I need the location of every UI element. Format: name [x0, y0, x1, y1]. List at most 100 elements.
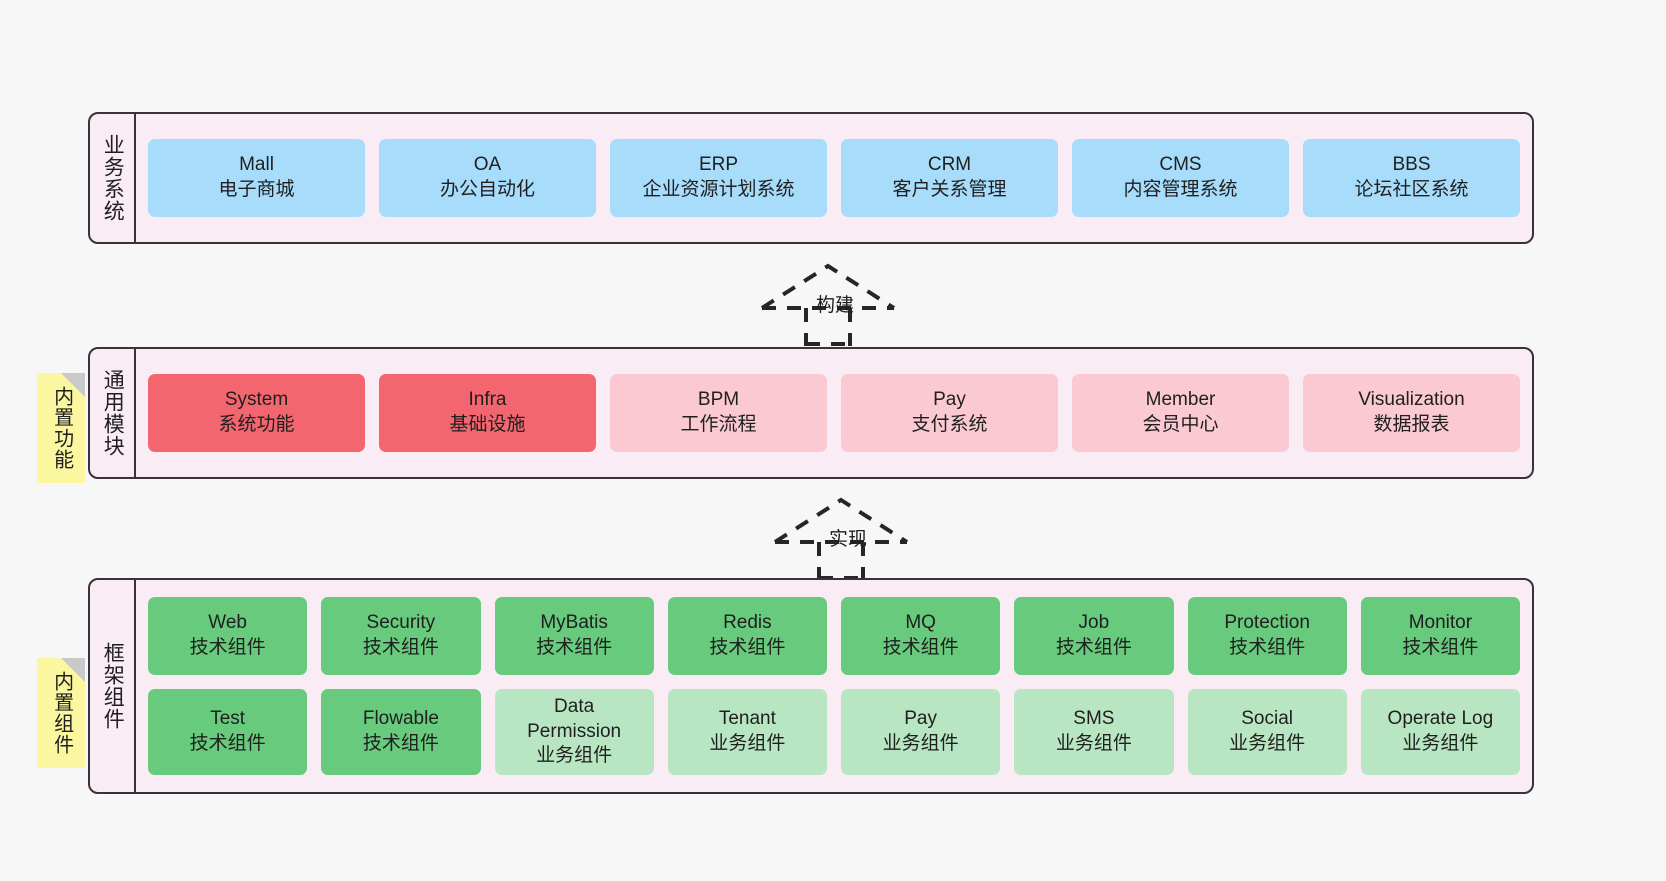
framework-item-sms-name: SMS — [1073, 708, 1115, 730]
framework-item-pay-desc: 业务组件 — [882, 733, 959, 754]
business-item-bbs[interactable]: BBS 论坛社区系统 — [1303, 139, 1520, 217]
framework-item-test-desc: 技术组件 — [189, 733, 266, 754]
framework-item-test-name: Test — [210, 708, 246, 730]
framework-item-test[interactable]: Test 技术组件 — [148, 688, 308, 776]
framework-item-redis-desc: 技术组件 — [709, 636, 786, 658]
connector-build-label: 构建 — [816, 295, 855, 316]
framework-item-mybatis-name: MyBatis — [540, 612, 608, 634]
framework-item-pay[interactable]: Pay 业务组件 — [841, 688, 1001, 776]
common-module-member-name: Member — [1145, 389, 1216, 411]
business-item-oa[interactable]: OA 办公自动化 — [379, 139, 596, 217]
layer-framework-components-label: 框架组件 — [90, 580, 136, 792]
framework-item-tenant[interactable]: Tenant 业务组件 — [667, 688, 827, 776]
common-module-visualization-desc: 数据报表 — [1373, 414, 1450, 435]
business-item-crm-desc: 客户关系管理 — [892, 179, 1007, 200]
common-module-infra[interactable]: Infra 基础设施 — [379, 374, 596, 452]
framework-item-security-desc: 技术组件 — [362, 636, 439, 658]
framework-item-social-desc: 业务组件 — [1229, 733, 1306, 754]
framework-item-flowable-desc: 技术组件 — [362, 733, 439, 754]
business-item-erp-desc: 企业资源计划系统 — [642, 179, 795, 200]
common-modules-row: System 系统功能 Infra 基础设施 BPM 工作流程 Pay 支付系统… — [148, 374, 1520, 452]
layer-common-modules-label: 通用模块 — [90, 349, 136, 477]
note-builtin-components: 内置组件 — [37, 658, 85, 768]
framework-item-protection[interactable]: Protection 技术组件 — [1187, 596, 1347, 675]
business-systems-row: Mall 电子商城 OA 办公自动化 ERP 企业资源计划系统 CRM 客户关系… — [148, 139, 1520, 217]
framework-item-redis[interactable]: Redis 技术组件 — [667, 596, 827, 675]
business-item-mall-name: Mall — [239, 154, 274, 176]
business-item-bbs-name: BBS — [1392, 154, 1431, 176]
common-module-system[interactable]: System 系统功能 — [148, 374, 365, 452]
common-module-bpm-name: BPM — [697, 389, 740, 411]
common-module-member[interactable]: Member 会员中心 — [1072, 374, 1289, 452]
framework-item-mq[interactable]: MQ 技术组件 — [841, 596, 1001, 675]
framework-item-operate-log-desc: 业务组件 — [1402, 733, 1479, 754]
business-item-crm[interactable]: CRM 客户关系管理 — [841, 139, 1058, 217]
connector-build-arrow: 构建 — [760, 262, 900, 346]
common-module-visualization-name: Visualization — [1358, 389, 1465, 411]
framework-item-mybatis[interactable]: MyBatis 技术组件 — [494, 596, 654, 675]
framework-item-job-name: Job — [1078, 612, 1110, 634]
note-builtin-components-label: 内置组件 — [50, 671, 73, 755]
business-item-erp[interactable]: ERP 企业资源计划系统 — [610, 139, 827, 217]
framework-item-redis-name: Redis — [723, 612, 772, 634]
framework-components-row-1: Web 技术组件 Security 技术组件 MyBatis 技术组件 Redi… — [148, 596, 1520, 675]
framework-item-data-permission-name: Data — [554, 695, 595, 717]
framework-item-tenant-name: Tenant — [718, 708, 776, 730]
common-module-member-desc: 会员中心 — [1142, 414, 1219, 435]
layer-common-modules-body: System 系统功能 Infra 基础设施 BPM 工作流程 Pay 支付系统… — [136, 349, 1532, 477]
framework-item-web-desc: 技术组件 — [189, 636, 266, 658]
connector-implement-label: 实现 — [829, 529, 868, 550]
framework-item-pay-name: Pay — [904, 708, 937, 730]
note-fold-corner-icon — [61, 373, 85, 397]
framework-components-row-2: Test 技术组件 Flowable 技术组件 Data Permission … — [148, 688, 1520, 776]
common-module-infra-name: Infra — [468, 389, 507, 411]
layer-business-systems-body: Mall 电子商城 OA 办公自动化 ERP 企业资源计划系统 CRM 客户关系… — [136, 114, 1532, 242]
common-module-pay-desc: 支付系统 — [911, 414, 988, 435]
framework-item-social-name: Social — [1241, 708, 1293, 730]
framework-item-operate-log[interactable]: Operate Log 业务组件 — [1360, 688, 1520, 776]
framework-item-data-permission-desc: 业务组件 — [536, 745, 613, 767]
framework-item-web[interactable]: Web 技术组件 — [148, 596, 308, 675]
note-builtin-features-label: 内置功能 — [50, 386, 73, 470]
common-module-visualization[interactable]: Visualization 数据报表 — [1303, 374, 1520, 452]
framework-item-sms-desc: 业务组件 — [1055, 733, 1132, 754]
note-fold-corner-icon — [61, 658, 85, 682]
layer-business-systems-label: 业务系统 — [90, 114, 136, 242]
business-item-cms[interactable]: CMS 内容管理系统 — [1072, 139, 1289, 217]
framework-item-data-permission-name2: Permission — [527, 720, 622, 742]
framework-item-monitor-name: Monitor — [1408, 612, 1473, 634]
framework-item-web-name: Web — [208, 612, 247, 634]
business-item-cms-name: CMS — [1159, 154, 1202, 176]
framework-item-flowable[interactable]: Flowable 技术组件 — [321, 688, 481, 776]
business-item-erp-name: ERP — [698, 154, 739, 176]
common-module-pay[interactable]: Pay 支付系统 — [841, 374, 1058, 452]
business-item-oa-desc: 办公自动化 — [439, 179, 535, 200]
business-item-cms-desc: 内容管理系统 — [1123, 179, 1238, 200]
framework-item-job-desc: 技术组件 — [1055, 636, 1132, 658]
layer-business-systems: 业务系统 Mall 电子商城 OA 办公自动化 ERP 企业资源计划系统 CRM… — [88, 112, 1534, 244]
common-module-pay-name: Pay — [933, 389, 966, 411]
framework-item-protection-name: Protection — [1224, 612, 1310, 634]
common-module-bpm[interactable]: BPM 工作流程 — [610, 374, 827, 452]
framework-item-mq-name: MQ — [905, 612, 936, 634]
framework-item-security[interactable]: Security 技术组件 — [321, 596, 481, 675]
framework-item-social[interactable]: Social 业务组件 — [1187, 688, 1347, 776]
framework-item-flowable-name: Flowable — [362, 708, 439, 730]
business-item-oa-name: OA — [473, 154, 502, 176]
connector-implement-arrow: 实现 — [773, 496, 913, 580]
common-module-infra-desc: 基础设施 — [449, 414, 526, 435]
note-builtin-features: 内置功能 — [37, 373, 85, 483]
framework-item-monitor[interactable]: Monitor 技术组件 — [1360, 596, 1520, 675]
layer-framework-components: 框架组件 Web 技术组件 Security 技术组件 MyBatis 技术组件… — [88, 578, 1534, 794]
framework-item-job[interactable]: Job 技术组件 — [1014, 596, 1174, 675]
framework-item-monitor-desc: 技术组件 — [1402, 636, 1479, 658]
business-item-mall[interactable]: Mall 电子商城 — [148, 139, 365, 217]
framework-item-tenant-desc: 业务组件 — [709, 733, 786, 754]
common-module-system-name: System — [224, 389, 289, 411]
business-item-crm-name: CRM — [927, 154, 972, 176]
framework-item-data-permission[interactable]: Data Permission 业务组件 — [494, 688, 654, 776]
framework-item-operate-log-name: Operate Log — [1387, 708, 1494, 730]
business-item-bbs-desc: 论坛社区系统 — [1354, 179, 1469, 200]
framework-item-sms[interactable]: SMS 业务组件 — [1014, 688, 1174, 776]
framework-item-mybatis-desc: 技术组件 — [536, 636, 613, 658]
